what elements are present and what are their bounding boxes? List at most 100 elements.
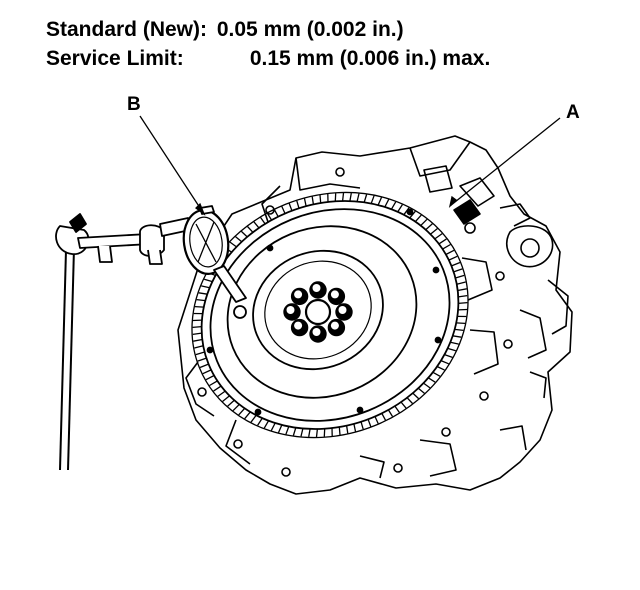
bolt-head-highlight [330, 321, 339, 330]
gear-tooth [387, 409, 394, 417]
gear-tooth [412, 392, 420, 400]
gear-tooth [319, 195, 322, 204]
gear-tooth [440, 359, 449, 365]
gear-tooth [427, 377, 436, 383]
gear-tooth [434, 233, 443, 240]
gear-tooth [213, 385, 222, 392]
gear-tooth [432, 371, 441, 377]
gear-tooth [450, 341, 459, 345]
engine-block-housing [177, 135, 573, 495]
gear-tooth [414, 214, 422, 223]
gear-tooth [397, 204, 403, 213]
dial-indicator [55, 205, 247, 471]
spec-standard-value: 0.05 mm (0.002 in.) [216, 18, 404, 41]
gear-tooth [260, 217, 266, 225]
gear-tooth [253, 221, 260, 229]
gear-tooth [300, 428, 304, 437]
gear-tooth [458, 301, 468, 305]
gear-tooth [277, 424, 283, 433]
gear-tooth [349, 192, 352, 202]
gear-tooth [356, 193, 360, 202]
gear-tooth [370, 195, 375, 204]
gear-tooth [345, 425, 349, 434]
gear-tooth [273, 209, 279, 218]
gear-tooth [194, 305, 204, 308]
gear-tooth [281, 206, 286, 214]
gear-tooth [436, 365, 445, 371]
gear-tooth [196, 298, 206, 302]
gear-tooth [403, 207, 410, 216]
gear-tooth [308, 428, 311, 438]
gear-tooth [197, 357, 207, 362]
leader-lines [139, 115, 561, 216]
gear-tooth [201, 285, 210, 289]
gear-tooth [194, 345, 204, 349]
bolt-head-highlight [294, 321, 303, 330]
gear-tooth [288, 203, 293, 211]
gear-tooth [222, 395, 231, 403]
gear-tooth [442, 243, 451, 250]
gear-tooth [292, 427, 297, 436]
gear-tooth [341, 192, 345, 202]
gear-tooth [367, 419, 372, 427]
gear-tooth [452, 335, 462, 338]
bolt-head-highlight [294, 290, 303, 299]
leader-line-b [139, 115, 205, 215]
gear-tooth [217, 390, 226, 397]
gear-tooth [454, 328, 464, 332]
gear-tooth [455, 274, 465, 279]
gear-tooth [409, 210, 416, 219]
gear-tooth [192, 325, 202, 329]
gear-tooth [420, 218, 428, 227]
gear-tooth [406, 397, 413, 404]
gear-tooth [199, 363, 209, 369]
gear-tooth [315, 428, 319, 438]
spec-service-limit-value: 0.15 mm (0.006 in.) max. [249, 47, 491, 70]
gear-tooth [204, 278, 213, 283]
gear-tooth [229, 241, 237, 248]
gear-tooth [338, 426, 341, 435]
gear-tooth [235, 236, 243, 243]
gear-tooth [360, 421, 364, 430]
gear-tooth [374, 416, 379, 424]
gear-tooth [429, 227, 438, 235]
gear-tooth [423, 382, 431, 389]
gear-tooth [448, 255, 458, 261]
gear-tooth [244, 411, 251, 420]
gear-tooth [447, 347, 456, 352]
gear-tooth [303, 198, 307, 207]
gear-tooth [457, 288, 467, 292]
gear-tooth [232, 403, 240, 412]
gear-tooth [458, 294, 468, 298]
gear-tooth [456, 322, 466, 325]
gear-tooth [227, 399, 235, 407]
bolt-head-highlight [312, 328, 321, 336]
gear-tooth [394, 405, 400, 413]
gear-tooth [263, 420, 270, 429]
gear-tooth [238, 407, 246, 416]
leader-line-a [449, 117, 561, 207]
bolt-head-highlight [312, 284, 321, 292]
gear-tooth [311, 196, 315, 205]
gear-tooth [390, 201, 397, 210]
gear-tooth [198, 292, 208, 295]
gear-tooth [363, 194, 368, 203]
gear-tooth [353, 423, 357, 432]
gear-tooth [192, 332, 202, 336]
flywheel-bolts [283, 281, 353, 343]
bolt-head-highlight [330, 290, 339, 299]
gear-tooth [250, 414, 257, 423]
gear-tooth [247, 226, 254, 233]
spec-standard-row: Standard (New): 0.05 mm (0.002 in.) [46, 18, 404, 42]
gear-tooth [296, 200, 300, 209]
spec-service-limit-row: Service Limit: 0.15 mm (0.006 in.) max. [46, 47, 490, 71]
gear-tooth [377, 197, 383, 206]
gear-tooth [453, 268, 463, 273]
gear-tooth [202, 369, 212, 375]
gear-tooth [266, 213, 273, 221]
gear-tooth [195, 351, 205, 356]
bolt-head-highlight [338, 306, 347, 314]
gear-tooth [400, 401, 407, 409]
callout-label-b: B [127, 94, 141, 115]
